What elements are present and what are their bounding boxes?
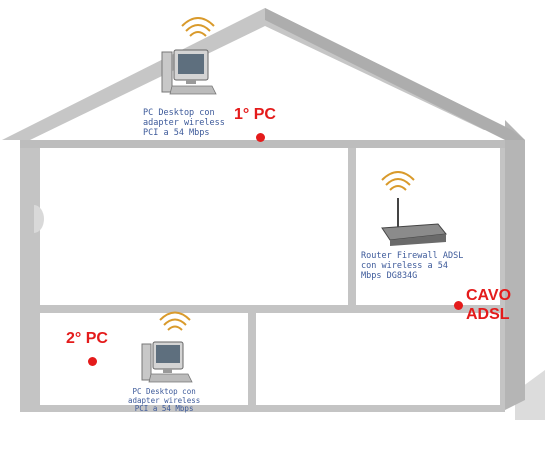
caption-line: PCI a 54 Mbps bbox=[143, 128, 210, 138]
caption-line: con wireless a 54 bbox=[361, 261, 448, 271]
caption-line: Router Firewall ADSL bbox=[361, 251, 464, 261]
cable-label: CAVO ADSL bbox=[466, 286, 511, 324]
caption-line: adapter wireless bbox=[143, 118, 225, 128]
first-pc-dot bbox=[256, 133, 265, 142]
cable-dot bbox=[454, 301, 463, 310]
ground-shadow bbox=[515, 370, 545, 420]
caption-line: PC Desktop con bbox=[132, 387, 196, 396]
cable-label-line: ADSL bbox=[466, 306, 510, 323]
second-pc-label: 2° PC bbox=[66, 330, 108, 347]
router-icon bbox=[381, 171, 447, 246]
caption-line: PCI a 54 Mbps bbox=[134, 404, 194, 413]
router-caption: Router Firewall ADSL con wireless a 54 M… bbox=[361, 251, 463, 281]
wall-notch bbox=[34, 205, 44, 233]
second-pc-dot bbox=[88, 357, 97, 366]
pc-desktop-icon bbox=[161, 17, 217, 95]
cable-label-line: CAVO bbox=[466, 287, 512, 304]
first-pc-label: 1° PC bbox=[234, 106, 276, 123]
pc-top-caption: PC Desktop con adapter wireless PCI a 54… bbox=[143, 108, 225, 138]
side-wall bbox=[505, 120, 525, 410]
attic-floor bbox=[20, 140, 505, 148]
caption-line: Mbps DG834G bbox=[361, 271, 418, 281]
roof-edge bbox=[265, 8, 525, 140]
caption-line: adapter wireless bbox=[128, 395, 201, 405]
pc-bottom-caption: PC Desktop con adapter wireless PCI a 54… bbox=[128, 387, 201, 414]
caption-line: PC Desktop con bbox=[143, 108, 215, 118]
roof bbox=[2, 8, 512, 140]
pc-desktop-icon bbox=[141, 311, 193, 383]
